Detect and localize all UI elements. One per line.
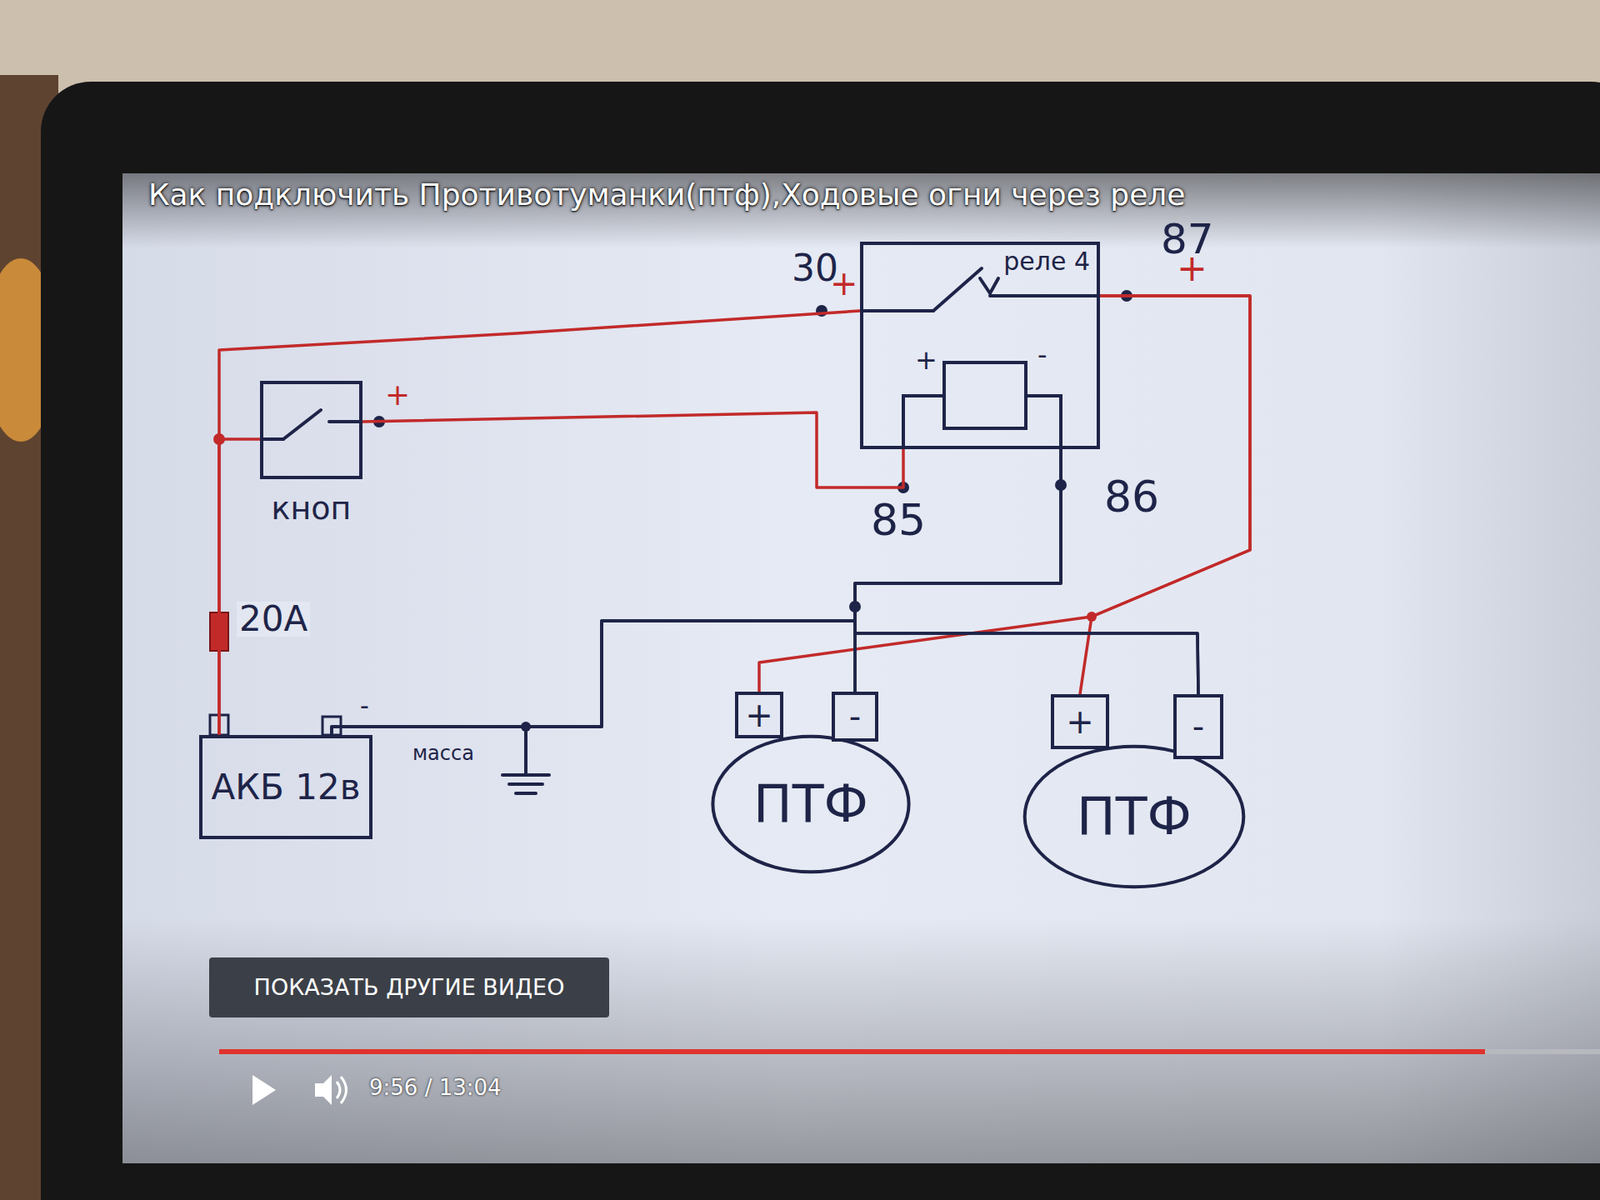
wire (855, 449, 1199, 695)
battery-box: АКБ 12в (199, 735, 373, 840)
component-name: АКБ 12в (202, 766, 370, 809)
terminal-sign: - (1176, 706, 1220, 747)
wire (362, 412, 904, 488)
switch-box: кноп (260, 380, 363, 480)
polarity-sign: + (1176, 250, 1208, 287)
progress-played (219, 1049, 1485, 1055)
fuse-rating: 20А (236, 601, 310, 637)
screen (122, 173, 1600, 1164)
fog-lamp: ПТФ + - (1022, 690, 1246, 889)
wire (855, 449, 1061, 692)
pin-number: 86 (1104, 475, 1160, 519)
relay-internals (861, 268, 1099, 448)
volume-icon (336, 1081, 340, 1099)
polarity-sign: + (915, 346, 938, 374)
pin-number: 85 (870, 498, 926, 542)
laptop-bezel (40, 81, 1600, 1200)
terminal-sign: + (1054, 701, 1106, 742)
polarity-sign: - (1037, 341, 1048, 369)
play-icon (252, 1075, 276, 1105)
video-title: Как подключить Противотуманки(птф),Ходов… (148, 176, 1185, 214)
junction-dots (213, 290, 1133, 732)
wire (219, 310, 860, 735)
terminal-box: - (1173, 694, 1224, 760)
fog-lamp: ПТФ + - (710, 690, 911, 874)
component-name: реле 4 (863, 246, 1097, 277)
ground-symbol (502, 726, 550, 794)
relay-box: реле 4 (860, 241, 1100, 450)
title-shade (122, 173, 1600, 249)
button-label: ПОКАЗАТЬ ДРУГИЕ ВИДЕО (209, 974, 610, 1001)
video-button: ПОКАЗАТЬ ДРУГИЕ ВИДЕО (209, 957, 610, 1018)
volume-icon (315, 1075, 332, 1105)
progress-rest (1485, 1049, 1600, 1055)
terminal-box: - (831, 691, 879, 742)
terminal-box: + (1050, 694, 1110, 750)
component-name: ПТФ (710, 773, 911, 835)
component-name: кноп (263, 489, 360, 528)
ground-label: масса (412, 743, 475, 764)
controls-shade (122, 916, 1600, 1164)
video-time: 9:56 / 13:04 (369, 1076, 502, 1099)
polarity-sign: + (830, 266, 859, 300)
terminal-sign: - (835, 696, 875, 737)
terminal-sign: + (738, 695, 780, 735)
switch-symbol (261, 410, 361, 440)
polarity-sign: - (360, 693, 370, 719)
terminal-box: + (735, 691, 784, 739)
wire (219, 439, 260, 735)
component-name: ПТФ (1022, 785, 1246, 848)
volume-icon (340, 1076, 347, 1104)
wire (331, 449, 1061, 735)
polarity-sign: + (385, 380, 410, 410)
